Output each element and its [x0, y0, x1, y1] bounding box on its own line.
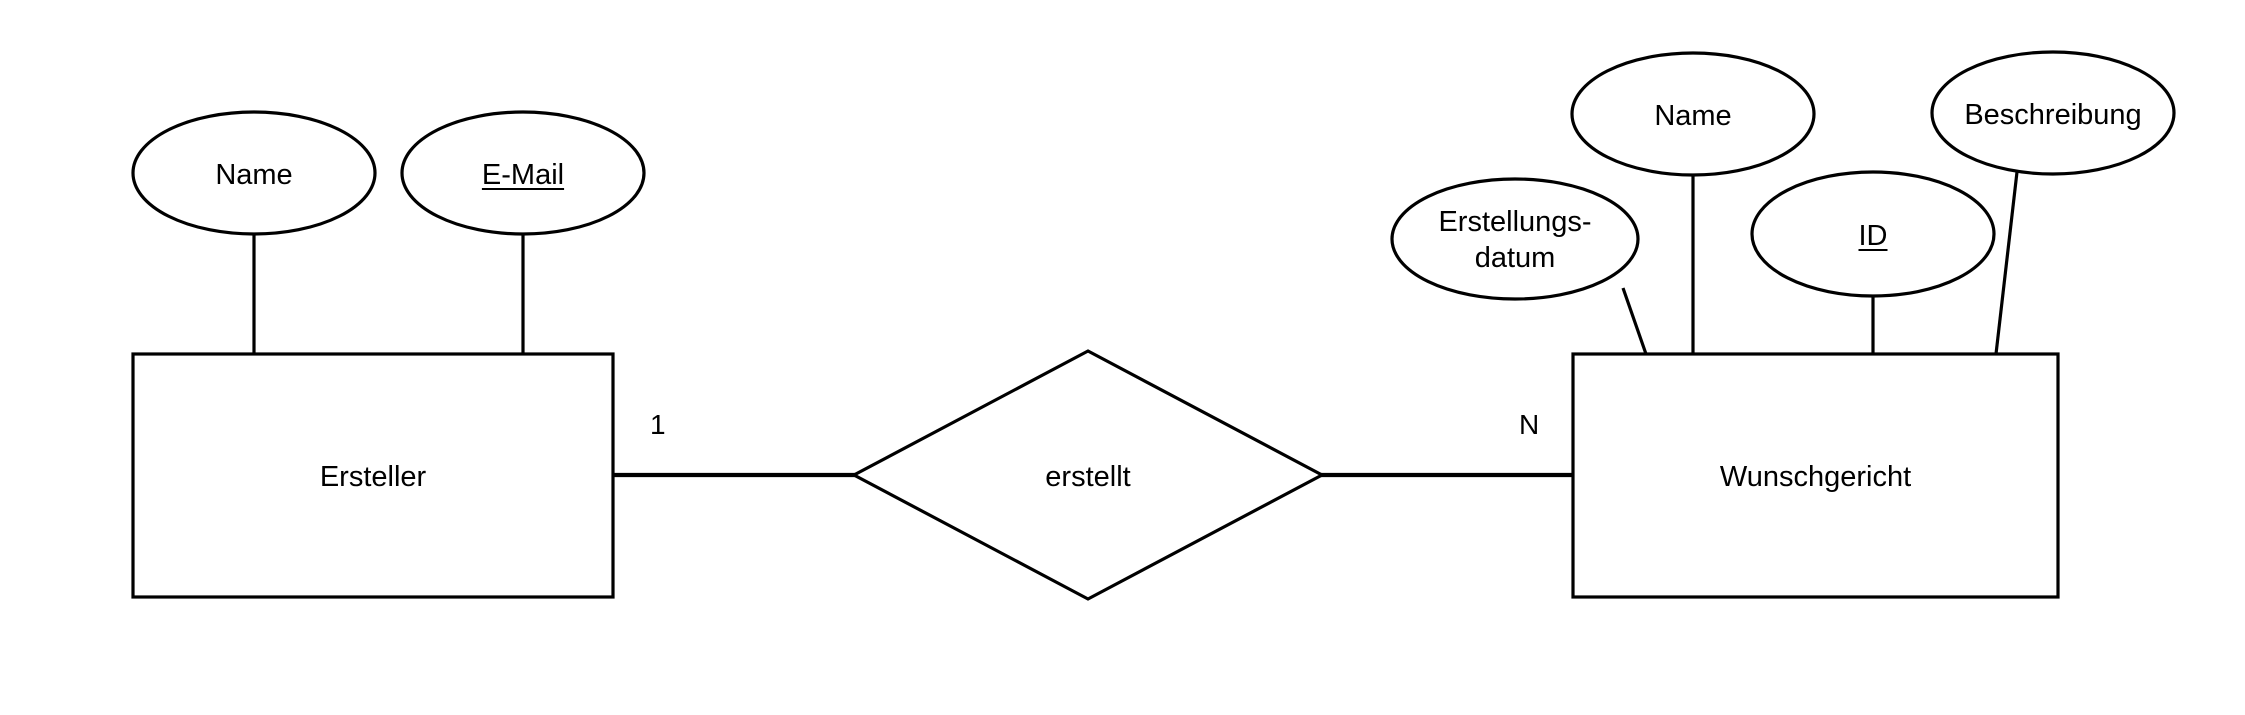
connector-wunschgericht-beschreibung	[1994, 171, 2019, 355]
entity-label-ersteller: Ersteller	[319, 461, 427, 493]
attribute-ellipse-ersteller-name[interactable]	[131, 110, 377, 236]
entity-box-wunschgericht[interactable]	[1571, 352, 2060, 599]
attribute-ellipse-wunschgericht-name[interactable]	[1570, 51, 1816, 177]
relationship-label-erstellt: erstellt	[1045, 461, 1131, 493]
attribute-label-ersteller-email: E-Mail	[481, 159, 565, 191]
attribute-ellipse-wunschgericht-erstellungsdatum[interactable]	[1390, 177, 1640, 301]
entity-box-ersteller[interactable]	[131, 352, 615, 599]
attribute-label-ersteller-name: Name	[215, 159, 293, 191]
attribute-ellipse-wunschgericht-id[interactable]	[1750, 170, 1996, 298]
attribute-label-line-1: Erstellungs-	[1438, 206, 1592, 238]
attribute-label-wunschgericht-beschreibung: Beschreibung	[1964, 99, 2142, 131]
cardinality-label-right: N	[1519, 409, 1540, 440]
entity-label-wunschgericht: Wunschgericht	[1719, 461, 1912, 493]
relationship-diamond-erstellt[interactable]	[850, 349, 1326, 601]
attribute-label-line-2: datum	[1474, 242, 1556, 275]
connector-wunschgericht-erstellungsdatum	[1621, 287, 1648, 355]
attribute-label-wunschgericht-erstellungsdatum: Erstellungs- datum	[1393, 204, 1637, 277]
cardinality-label-left: 1	[650, 409, 666, 440]
attribute-ellipse-ersteller-email[interactable]	[400, 110, 646, 236]
attribute-label-wunschgericht-id: ID	[1858, 220, 1888, 252]
attribute-ellipse-wunschgericht-beschreibung[interactable]	[1930, 50, 2176, 176]
attribute-label-wunschgericht-name: Name	[1654, 100, 1732, 132]
